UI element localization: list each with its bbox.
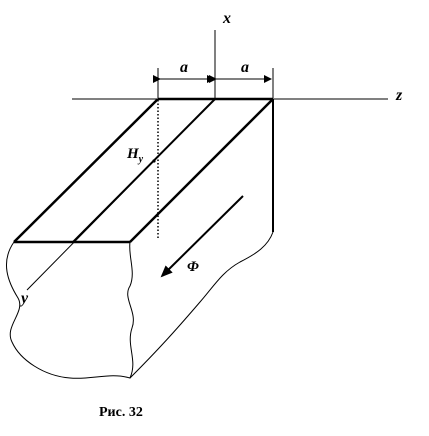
x-axis-label: x [222,10,231,27]
break-outline-front [6,241,134,379]
field-point-marker [152,159,156,163]
break-outline-side [129,231,274,379]
flux-label: Φ [187,259,199,275]
field-label-main: H [126,146,140,162]
flux-arrow [160,195,244,278]
y-axis-label: y [19,290,29,307]
block-top-left-edge [13,98,159,243]
z-axis-label: z [395,87,403,104]
dimension-label-left: a [180,59,188,76]
block-top-right-edge [129,98,274,243]
dimension-label-right: a [241,59,249,76]
figure-caption: Рис. 32 [99,405,143,420]
block-top-middle-line [72,98,216,243]
field-label: Hy [126,146,144,165]
field-label-subscript: y [138,154,144,165]
